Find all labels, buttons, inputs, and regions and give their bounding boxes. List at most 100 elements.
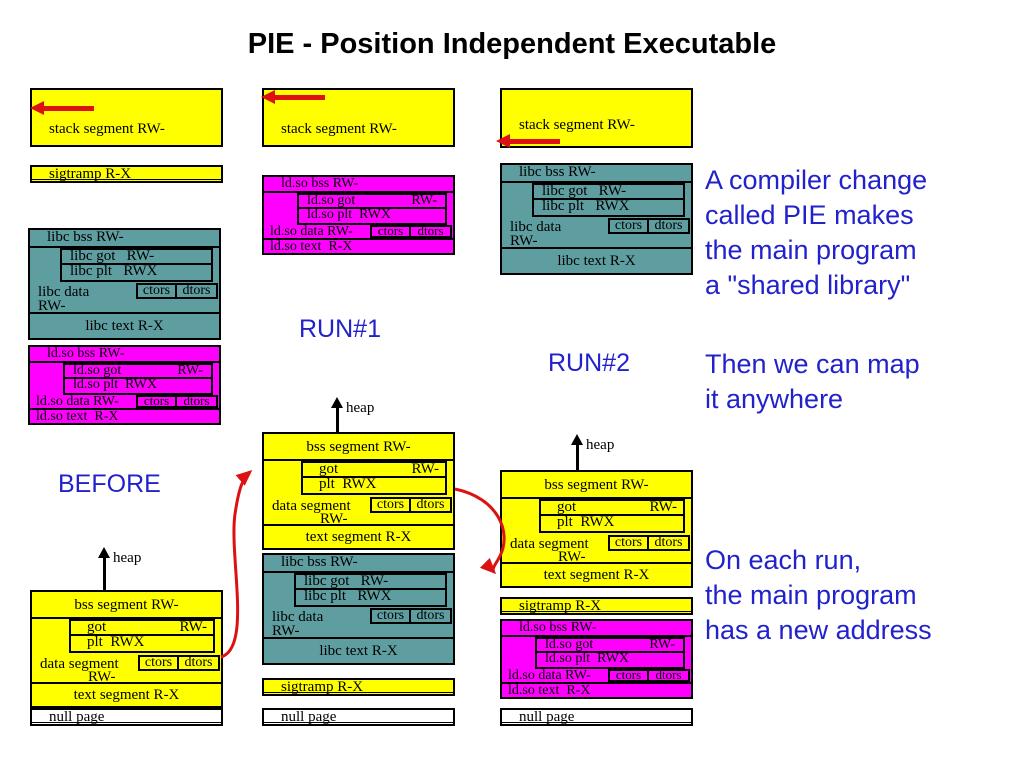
run1-null-page-box: null page [262, 708, 455, 726]
run1-label: RUN#1 [299, 315, 381, 343]
heap-label: heap [346, 400, 375, 416]
sigtramp-label: sigtramp R-X [519, 598, 602, 614]
ldso-data-label: ld.so data RW- [508, 668, 591, 683]
stack-segment-label: stack segment RW- [49, 121, 165, 137]
annotation-line: a "shared library" [705, 270, 911, 300]
libc-got-row: libc got RW- [294, 573, 447, 590]
dtors-box: dtors [177, 655, 220, 671]
ldso-bss-row: ld.so bss RW- [30, 347, 219, 363]
relocation-arrow-run1-icon [220, 470, 253, 659]
ldso-data-label: ld.so data RW- [36, 394, 119, 409]
stack-segment-label: stack segment RW- [281, 121, 397, 137]
before-sigtramp-box: sigtramp R-X [30, 165, 223, 183]
ldso-plt-row: ld.so plt RWX [63, 378, 213, 395]
before-label: BEFORE [58, 470, 161, 498]
bss-segment-row: bss segment RW- [502, 472, 691, 499]
dtors-box: dtors [409, 608, 452, 624]
got-perm: RW- [649, 499, 677, 515]
annotation-map-anywhere: Then we can map it anywhere [705, 347, 920, 417]
ldso-got-perm: RW- [177, 363, 203, 378]
annotation-line: it anywhere [705, 384, 844, 414]
arrow-shaft [275, 94, 325, 100]
ldso-data-row [264, 225, 453, 240]
annotation-line: On each run, [705, 545, 862, 575]
stack-growth-arrow-icon [261, 90, 325, 104]
ldso-plt-row: ld.so plt RWX [297, 208, 447, 225]
ldso-data-label: ld.so data RW- [270, 224, 353, 239]
run2-libc-block: libc bss RW- libc got RW- libc plt RWX c… [500, 163, 693, 275]
before-ldso-block: ld.so bss RW- ld.so got RW- ld.so plt RW… [28, 345, 221, 425]
libc-data-perm: RW- [38, 298, 66, 314]
run2-sigtramp-box: sigtramp R-X [500, 597, 693, 615]
arrow-stem [103, 557, 106, 590]
dtors-box: dtors [409, 224, 452, 238]
dtors-box: dtors [175, 283, 218, 299]
run1-libc-block: libc bss RW- libc got RW- libc plt RWX c… [262, 553, 455, 665]
annotation-line: the main program [705, 235, 917, 265]
null-page-label: null page [49, 709, 105, 725]
ctors-box: ctors [370, 497, 411, 513]
libc-bss-row: libc bss RW- [264, 555, 453, 573]
data-segment-label: data segment [40, 656, 119, 672]
ctors-box: ctors [608, 218, 649, 234]
run1-main-program-block: bss segment RW- got RW- plt RWX ctors dt… [262, 432, 455, 550]
baseline-rule [502, 722, 691, 723]
text-segment-row: text segment R-X [32, 682, 221, 706]
bss-segment-row: bss segment RW- [32, 592, 221, 619]
libc-data-label: libc data [272, 609, 324, 625]
got-row: got RW- [69, 619, 215, 636]
ldso-got-perm: RW- [649, 637, 675, 652]
plt-row: plt RWX [539, 515, 685, 533]
libc-plt-row: libc plt RWX [294, 589, 447, 607]
data-segment-label: data segment [272, 498, 351, 514]
ldso-got-row: ld.so got RW- [63, 363, 213, 379]
ldso-got-perm: RW- [411, 193, 437, 208]
run2-null-page-box: null page [500, 708, 693, 726]
baseline-rule [264, 692, 453, 693]
ldso-text-row: ld.so text R-X [270, 239, 353, 254]
got-row: got RW- [539, 499, 685, 516]
run2-label: RUN#2 [548, 349, 630, 377]
heap-label: heap [113, 550, 142, 566]
arrow-head [331, 397, 343, 408]
before-main-program-block: bss segment RW- got RW- plt RWX ctors dt… [30, 590, 223, 708]
run2-stack-segment-box: stack segment RW- [500, 88, 693, 148]
libc-text-row: libc text R-X [264, 637, 453, 663]
arrow-tip [496, 134, 510, 148]
run1-ldso-block: ld.so bss RW- ld.so got RW- ld.so plt RW… [262, 175, 455, 255]
libc-data-label: libc data [510, 219, 562, 235]
annotation-line: called PIE makes [705, 200, 914, 230]
sigtramp-label: sigtramp R-X [281, 679, 364, 695]
run2-ldso-block: ld.so bss RW- ld.so got RW- ld.so plt RW… [500, 619, 693, 699]
dtors-box: dtors [175, 394, 218, 408]
arrow-stem [576, 444, 579, 470]
arrow-tip [30, 101, 44, 115]
arrow-head [98, 547, 110, 558]
plt-row: plt RWX [69, 635, 215, 653]
ldso-got-label: ld.so got [545, 637, 594, 652]
arrow-stem [336, 407, 339, 432]
libc-plt-row: libc plt RWX [60, 264, 213, 282]
text-segment-row: text segment R-X [502, 562, 691, 586]
ldso-bss-row: ld.so bss RW- [264, 177, 453, 193]
dtors-box: dtors [647, 668, 690, 682]
got-row: got RW- [301, 461, 447, 478]
annotation-line: the main program [705, 580, 917, 610]
text-segment-row: text segment R-X [264, 524, 453, 548]
annotation-compiler-change: A compiler change called PIE makes the m… [705, 163, 927, 303]
arrow-shaft [510, 138, 560, 144]
dtors-box: dtors [647, 535, 690, 551]
libc-data-perm: RW- [510, 233, 538, 249]
ctors-box: ctors [136, 283, 177, 299]
libc-data-label: libc data [38, 284, 90, 300]
plt-row: plt RWX [301, 477, 447, 495]
ldso-got-label: ld.so got [307, 193, 356, 208]
ctors-box: ctors [138, 655, 179, 671]
ldso-data-row [30, 395, 219, 410]
arrow-head [571, 434, 583, 445]
annotation-line: has a new address [705, 615, 932, 645]
annotation-line: Then we can map [705, 349, 920, 379]
slide-title: PIE - Position Independent Executable [247, 28, 777, 60]
ldso-text-row: ld.so text R-X [36, 409, 119, 424]
